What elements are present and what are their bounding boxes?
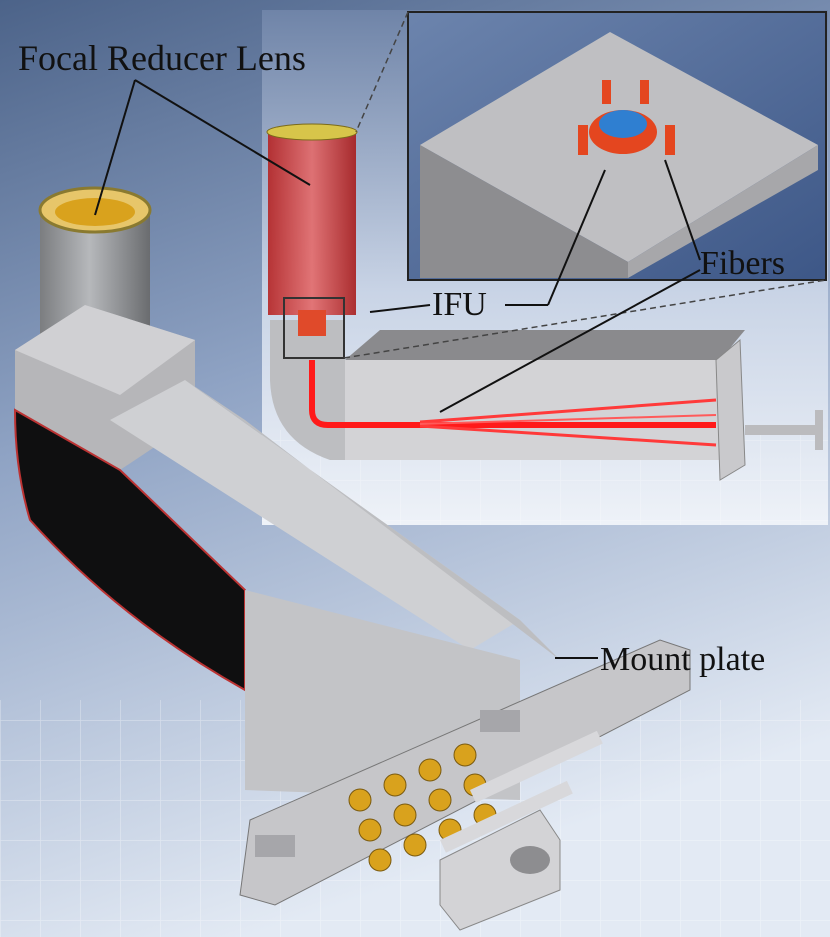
label-focal-reducer-lens: Focal Reducer Lens: [18, 38, 306, 78]
ifu-box: [283, 297, 345, 359]
leader-lines: [94, 79, 701, 659]
red-lens-tube: [268, 130, 356, 315]
fiber-path: [309, 360, 716, 428]
gold-connectors: [348, 743, 497, 872]
label-fibers: Fibers: [700, 245, 785, 282]
mount-plate: [239, 639, 691, 906]
label-mount-plate: Mount plate: [600, 641, 766, 678]
label-ifu: IFU: [432, 286, 487, 323]
ifu-detail-inset: [407, 11, 827, 281]
instrument-body: [13, 186, 691, 931]
